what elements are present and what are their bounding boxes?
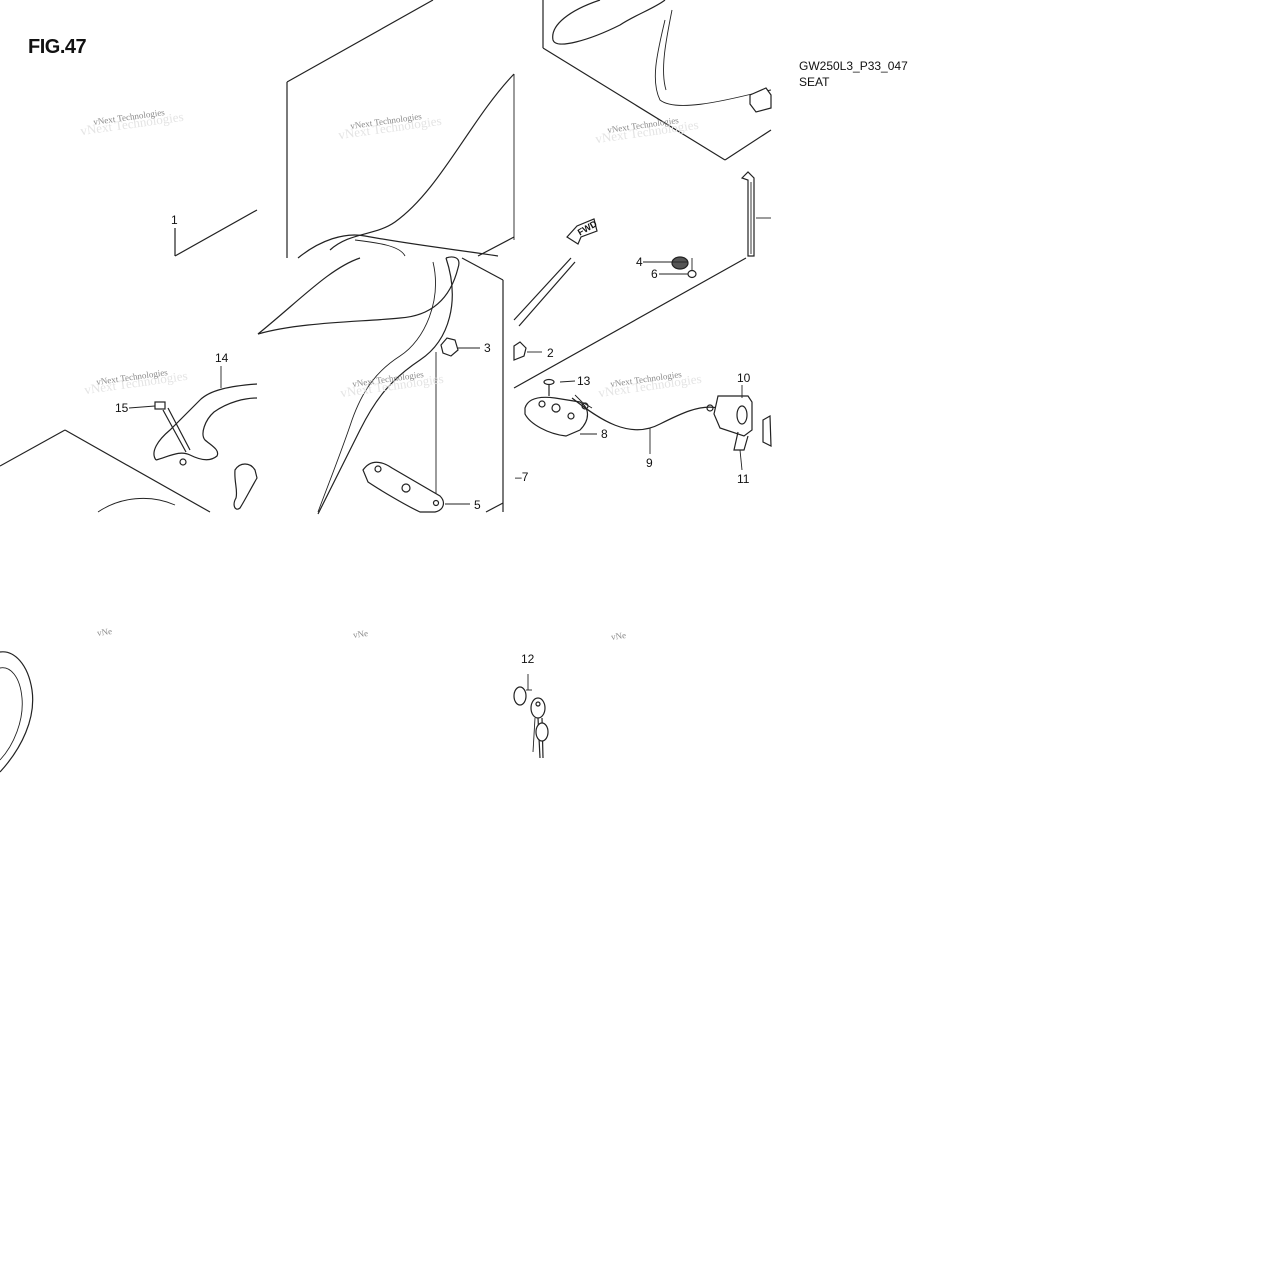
callout-part-7-number: 7 xyxy=(521,470,529,484)
seat-rod xyxy=(740,171,755,257)
part-10-bracket xyxy=(713,395,753,437)
part-9-cable xyxy=(571,394,719,431)
callout-part-3: 3 xyxy=(484,341,491,355)
part-5-plate xyxy=(362,461,445,513)
cross-lines xyxy=(513,257,747,389)
callout-part-13: 13 xyxy=(577,374,591,388)
watermark-truncated: vNe xyxy=(96,626,113,638)
part-15-bolt xyxy=(154,401,191,453)
saddle-drawing xyxy=(257,256,504,515)
part-2-clip xyxy=(513,341,527,361)
callout-part-7: –7 xyxy=(515,470,529,484)
top-right-seat-drawing xyxy=(542,0,772,161)
callout-part-12: 12 xyxy=(521,652,535,666)
rear-handle-drawing xyxy=(153,383,258,466)
watermark-truncated: vNe xyxy=(352,628,369,640)
callout-part-15: 15 xyxy=(115,401,129,415)
callout-part-8: 8 xyxy=(601,427,608,441)
callout-part-14: 14 xyxy=(215,351,229,365)
bracket-drawing xyxy=(233,463,258,510)
callout-part-11: 11 xyxy=(737,472,750,486)
part-12-key-set xyxy=(513,674,549,759)
diagram-code: GW250L3_P33_047 xyxy=(799,59,908,73)
part-6-nut xyxy=(687,258,697,279)
leader-lines xyxy=(128,217,771,505)
lower-box-outline xyxy=(0,429,211,513)
callout-part-1: 1 xyxy=(171,213,178,227)
diagram-title: SEAT xyxy=(799,75,830,89)
fwd-arrow-icon xyxy=(566,218,598,245)
edge-part-right xyxy=(762,414,772,447)
callout-part-10: 10 xyxy=(737,371,751,385)
callout-part-5: 5 xyxy=(474,498,481,512)
figure-number: FIG.47 xyxy=(28,36,87,58)
part-8-lock-base xyxy=(524,396,589,437)
part-3-cap xyxy=(435,337,459,498)
part-13-screw xyxy=(543,378,555,396)
watermark-truncated: vNe xyxy=(610,630,627,642)
seat-box-outline xyxy=(174,0,515,258)
callout-part-4: 4 xyxy=(636,255,643,269)
part-4-grommet xyxy=(671,256,689,270)
lower-left-seat-piece xyxy=(0,651,34,773)
callout-part-9: 9 xyxy=(646,456,653,470)
seat-cushion-drawing xyxy=(297,73,515,259)
part-11-clip xyxy=(733,431,749,451)
callout-part-6: 6 xyxy=(651,267,658,281)
callout-part-2: 2 xyxy=(547,346,554,360)
